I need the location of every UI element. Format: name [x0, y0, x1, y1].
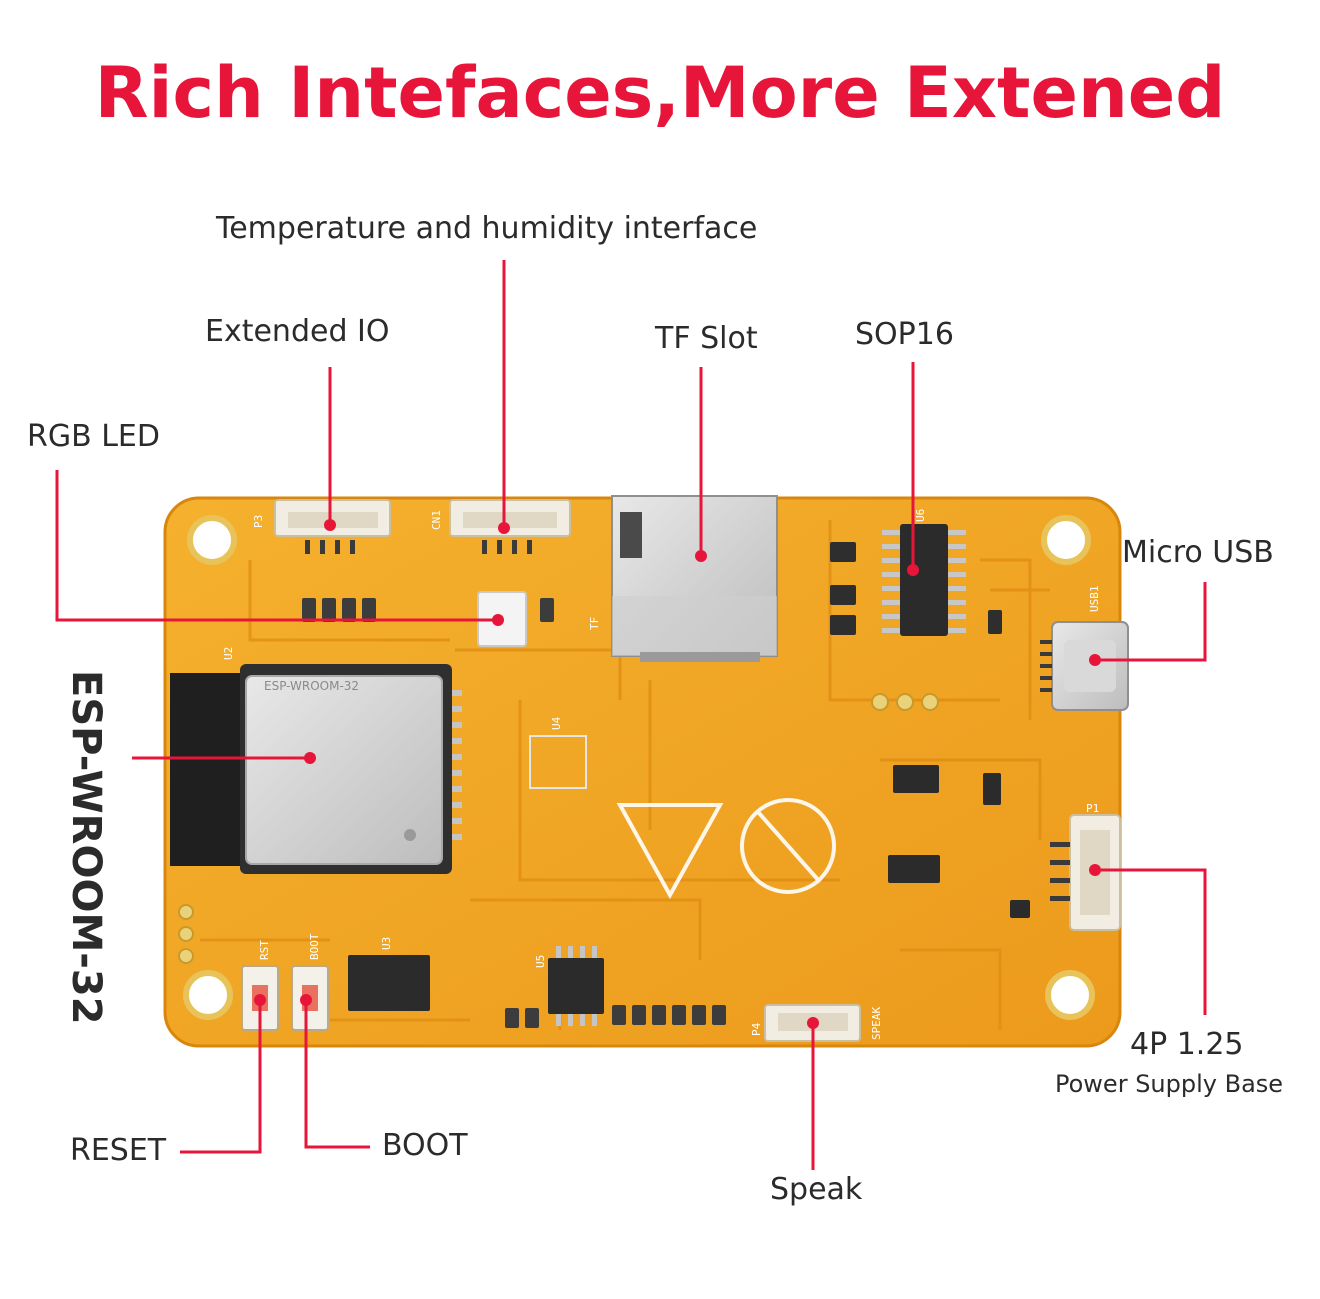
silk-speak: SPEAK — [870, 1007, 883, 1040]
dot-tf-slot — [695, 550, 707, 562]
headline: Rich Intefaces,More Extened — [94, 52, 1226, 134]
u3-chip — [348, 955, 430, 1011]
dot-boot — [300, 994, 312, 1006]
dot-esp-wroom — [304, 752, 316, 764]
silk-cn1: CN1 — [430, 510, 443, 530]
micro-usb-connector — [1040, 621, 1129, 711]
label-tf-slot: TF Slot — [655, 321, 758, 356]
dot-micro-usb — [1089, 654, 1101, 666]
dot-temp-humidity — [498, 522, 510, 534]
label-sop16: SOP16 — [855, 317, 954, 352]
silk-boot: BOOT — [308, 933, 321, 960]
silk-reset: RST — [258, 940, 271, 960]
silk-p4: P4 — [750, 1022, 763, 1036]
u5-chip — [548, 946, 604, 1026]
silk-u3: U3 — [380, 937, 393, 950]
label-boot: BOOT — [382, 1128, 468, 1163]
silk-u6: U6 — [914, 509, 927, 522]
leader-boot — [304, 1000, 370, 1149]
silk-p3: P3 — [252, 515, 265, 528]
label-micro-usb: Micro USB — [1122, 535, 1274, 570]
module-silk-name: ESP-WROOM-32 — [264, 679, 359, 693]
mounting-holes — [183, 515, 1095, 1020]
label-esp-wroom: ESP-WROOM-32 — [63, 670, 109, 1025]
label-speak: Speak — [770, 1172, 863, 1207]
pcb-board: P3 CN1 U2 U3 U4 U5 U6 P1 P4 SPEAK RST BO… — [163, 495, 1129, 1048]
silk-u5: U5 — [534, 955, 547, 968]
label-extended-io: Extended IO — [205, 314, 390, 349]
silk-u2: U2 — [222, 647, 235, 660]
label-reset: RESET — [70, 1133, 167, 1168]
silk-p1: P1 — [1086, 802, 1099, 815]
label-rgb-led: RGB LED — [27, 419, 160, 454]
dot-power-base — [1089, 864, 1101, 876]
silk-u4: U4 — [550, 716, 563, 730]
silk-usb: USB1 — [1088, 586, 1101, 613]
leader-micro-usb — [1095, 582, 1207, 662]
label-temp-humidity: Temperature and humidity interface — [216, 211, 758, 246]
leader-rgb-led — [55, 470, 498, 622]
leader-lines — [55, 260, 1207, 1170]
dot-extended-io — [324, 519, 336, 531]
dot-sop16 — [907, 564, 919, 576]
label-power-title: 4P 1.25 — [1130, 1027, 1244, 1062]
leader-power-base — [1095, 868, 1207, 1015]
leader-dots — [254, 519, 1101, 1029]
dot-speak — [807, 1017, 819, 1029]
label-power-sub: Power Supply Base — [1055, 1070, 1284, 1098]
dot-reset — [254, 994, 266, 1006]
esp-wroom-module — [170, 664, 462, 874]
dot-rgb-led — [492, 614, 504, 626]
tf-slot-component — [611, 495, 778, 662]
temp-humidity-connector — [449, 499, 571, 554]
leader-reset — [180, 1000, 262, 1154]
silk-tf: TF — [588, 617, 601, 630]
certification-marks — [616, 798, 836, 900]
